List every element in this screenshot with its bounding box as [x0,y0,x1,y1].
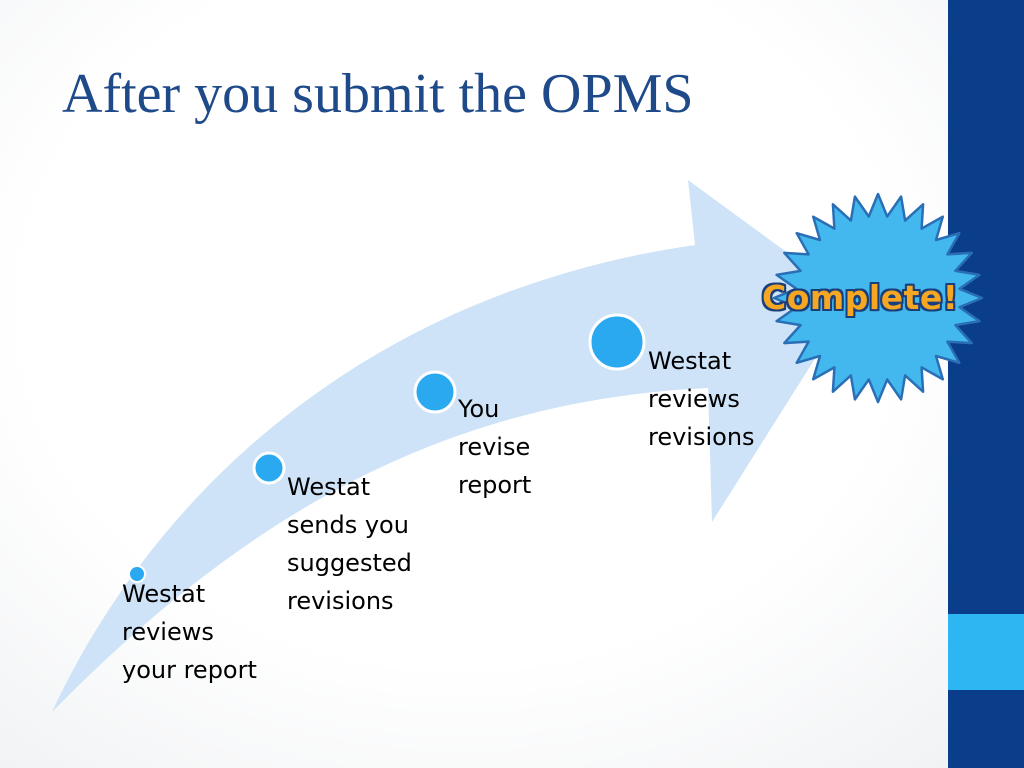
sidebar-accent-block [948,614,1024,690]
step-label-2: Westat sends you suggested revisions [287,473,412,615]
curved-arrow [52,180,852,712]
step-label-1: Westat reviews your report [122,580,257,684]
complete-label: Complete! [762,278,959,317]
starburst-icon [772,192,984,404]
step-dot-2 [252,451,286,485]
step-label-4: Westat reviews revisions [648,347,755,451]
slide-title: After you submit the OPMS [62,63,694,125]
step-dot-1 [128,565,146,583]
step-dot-4 [588,313,646,371]
step-label-3: You revise report [458,395,532,499]
step-dot-3 [413,370,457,414]
